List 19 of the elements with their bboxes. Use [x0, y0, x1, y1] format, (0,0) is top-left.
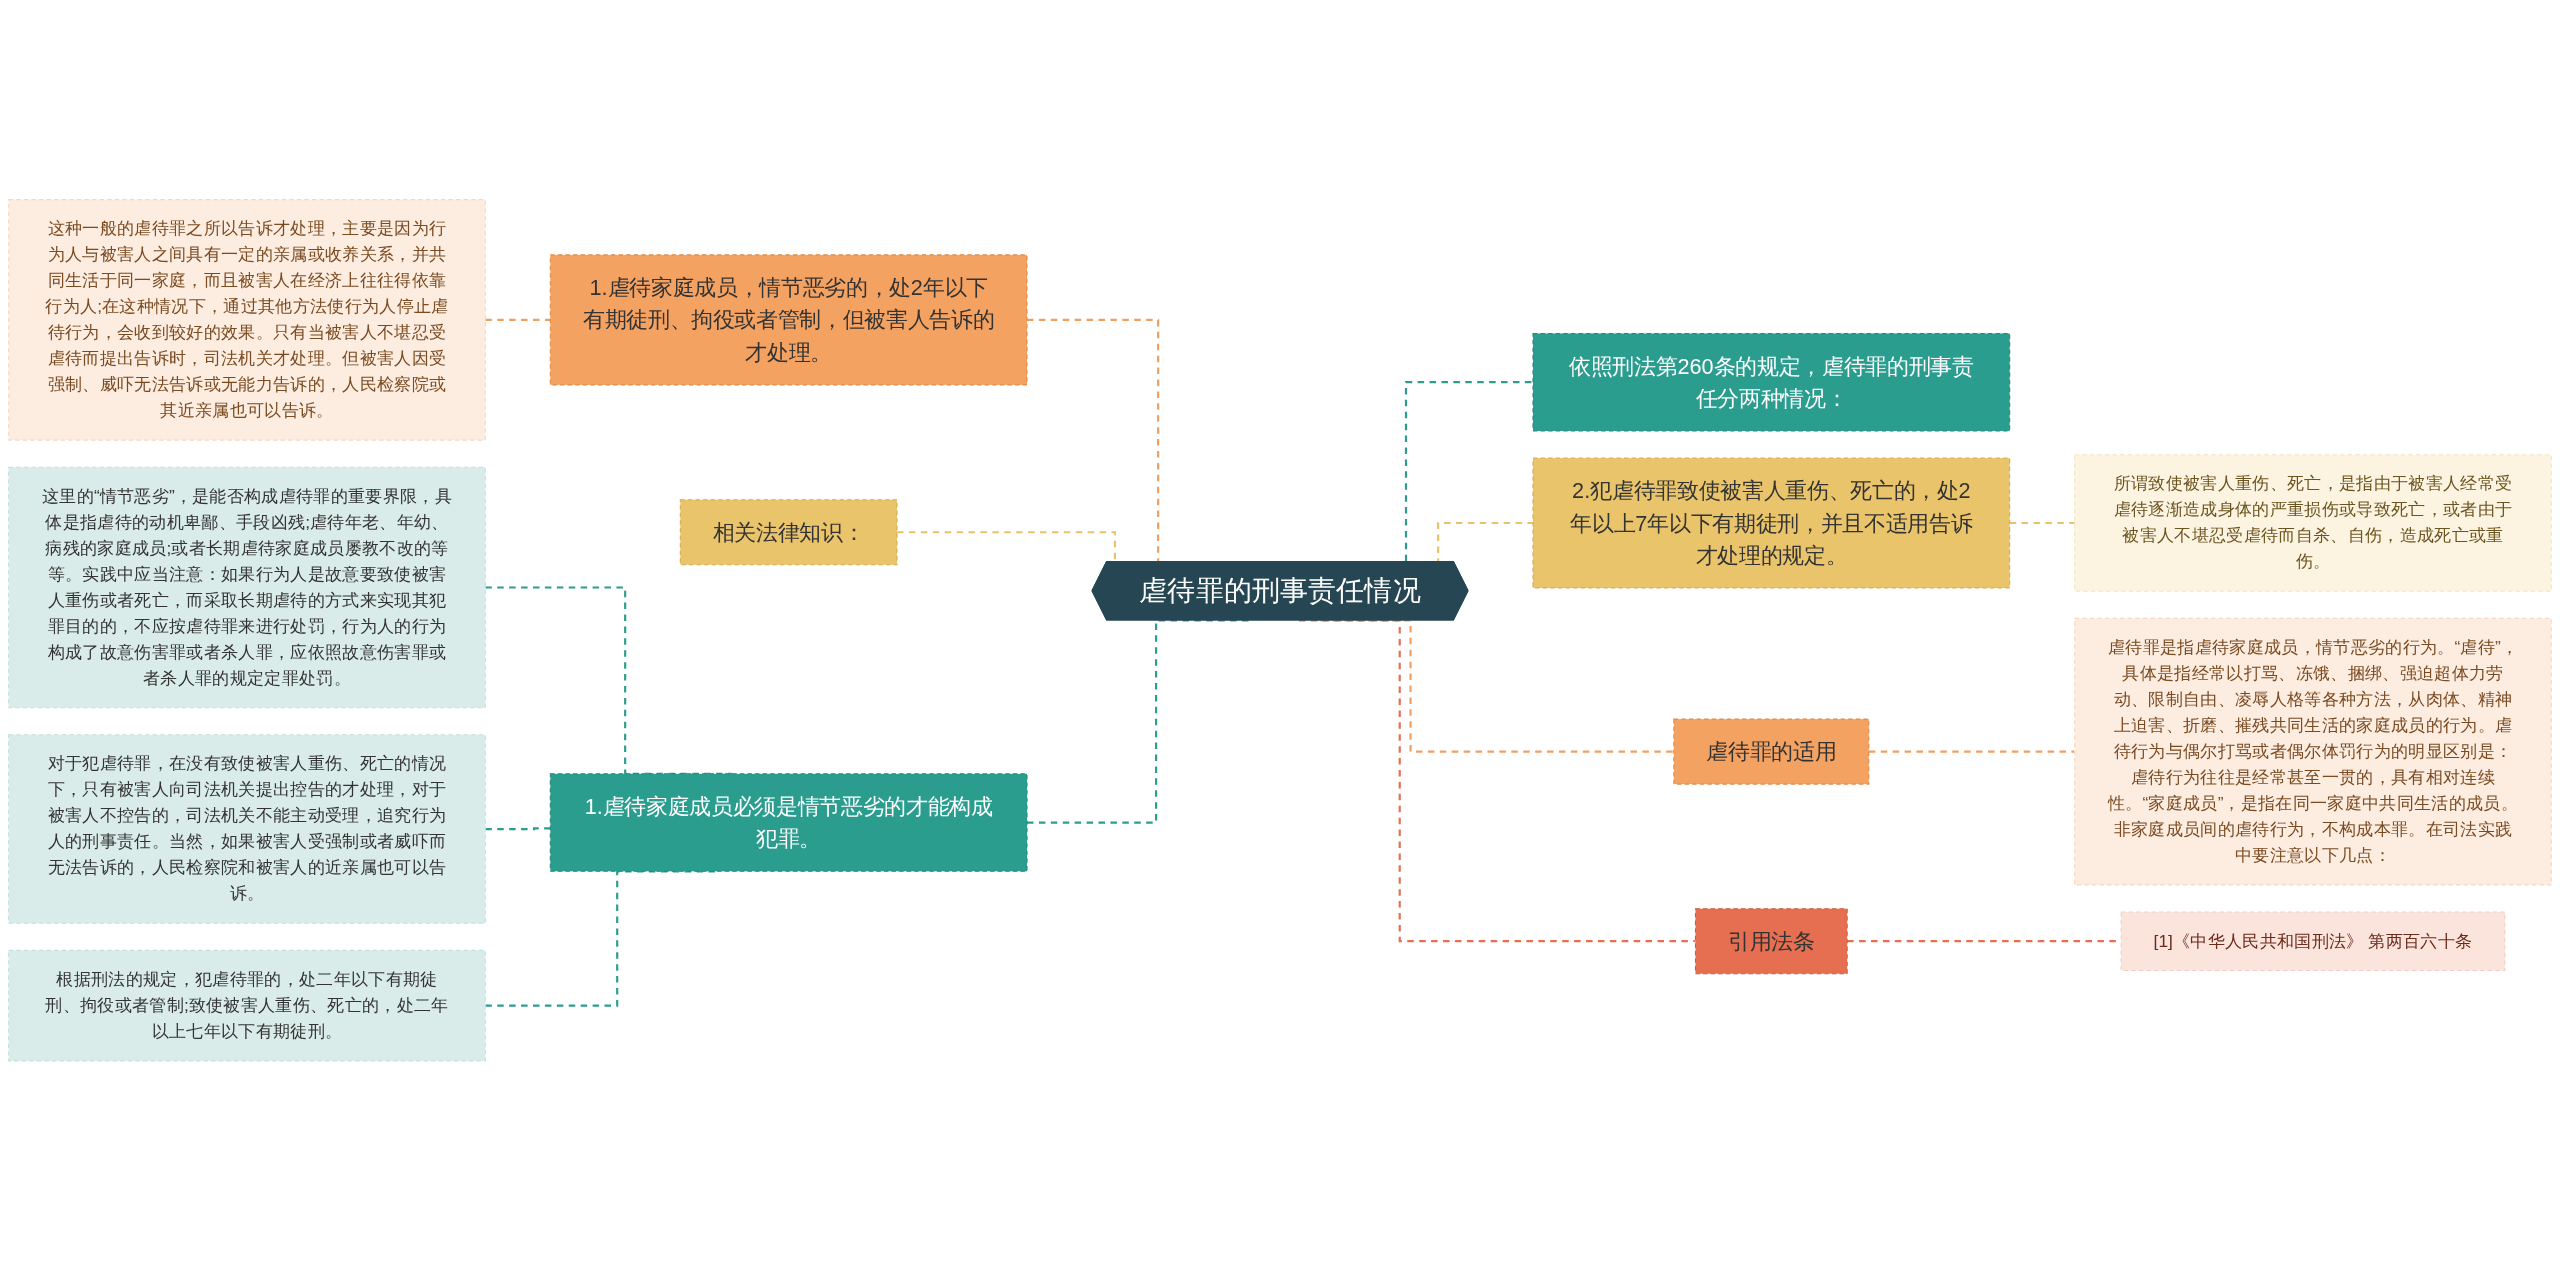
connector	[2009, 522, 2075, 525]
node-box: 所谓致使被害人重伤、死亡，是指由于被害人经常受虐待逐渐造成身体的严重损伤或导致死亡，或者由于被害人不堪忍受虐待而自杀、自伤，造成死亡或重伤。	[2074, 454, 2552, 593]
connector	[485, 586, 733, 776]
node-box: 对于犯虐待罪，在没有致使被害人重伤、死亡的情况下，只有被害人向司法机关提出控告的才处理，对于被害人不控告的，司法机关不能主动受理，追究行为人的刑事责任。当然，如果被害人受强制或者威吓而无法告诉的，人民检察院和被害人的近亲属也可以告诉。	[8, 734, 486, 925]
connector	[1868, 750, 2075, 753]
node-box: 这种一般的虐待罪之所以告诉才处理，主要是因为行为人与被害人之间具有一定的亲属或收养关系，并共同生活于同一家庭，而且被害人在经济上往往得依靠行为人;在这种情况下，通过其他方法使行为人停止虐待行为，会收到较好的效果。只有当被害人不堪忍受虐待而提出告诉时，司法机关才处理。但被害人因受强制、威吓无法告诉或无能力告诉的，人民检察院或其近亲属也可以告诉。	[8, 199, 486, 441]
node-box: 1.虐待家庭成员，情节恶劣的，处2年以下有期徒刑、拘役或者管制，但被害人告诉的才处理。	[549, 254, 1028, 386]
node-box: 依照刑法第260条的规定，虐待罪的刑事责任分两种情况：	[1532, 333, 2011, 432]
connector	[485, 827, 551, 831]
node-box: [1]《中华人民共和国刑法》 第两百六十条	[2120, 911, 2506, 972]
node-box: 这里的“情节恶劣”，是能否构成虐待罪的重要界限，具体是指虐待的动机卑鄙、手段凶残;虐待年老、年幼、病残的家庭成员;或者长期虐待家庭成员屡教不改的等等。实践中应当注意：如果行为人是故意要致使被害人重伤或者死亡，而采取长期虐待的方式来实现其犯罪目的的，不应按虐待罪来进行处罚，行为人的行为构成了故意伤害罪或者杀人罪，应依照故意伤害罪或者杀人罪的规定定罪处罚。	[8, 466, 486, 709]
node-box: 虐待罪的适用	[1673, 718, 1870, 785]
node-box: 1.虐待家庭成员必须是情节恶劣的才能构成犯罪。	[549, 773, 1028, 873]
node-box: 虐待罪是指虐待家庭成员，情节恶劣的行为。“虐待”，具体是指经常以打骂、冻饿、捆绑、强迫超体力劳动、限制自由、凌辱人格等各种方法，从肉体、精神上迫害、折磨、摧残共同生活的家庭成员的行为。虐待行为与偶尔打骂或者偶尔体罚行为的明显区别是：虐待行为往往是经常甚至一贯的，具有相对连续性。“家庭成员”，是指在同一家庭中共同生活的成员。非家庭成员间的虐待行为，不构成本罪。在司法实践中要注意以下几点：	[2074, 618, 2552, 886]
connector	[485, 319, 551, 322]
node-box: 根据刑法的规定，犯虐待罪的，处二年以下有期徒刑、拘役或者管制;致使被害人重伤、死亡的，处二年以上七年以下有期徒刑。	[8, 950, 486, 1062]
node-box: 引用法条	[1694, 908, 1848, 975]
node-box: 相关法律知识：	[679, 499, 898, 566]
node-box: 2.犯虐待罪致使被害人重伤、死亡的，处2年以上7年以下有期徒刑，并且不适用告诉才处理的规定。	[1532, 457, 2011, 589]
